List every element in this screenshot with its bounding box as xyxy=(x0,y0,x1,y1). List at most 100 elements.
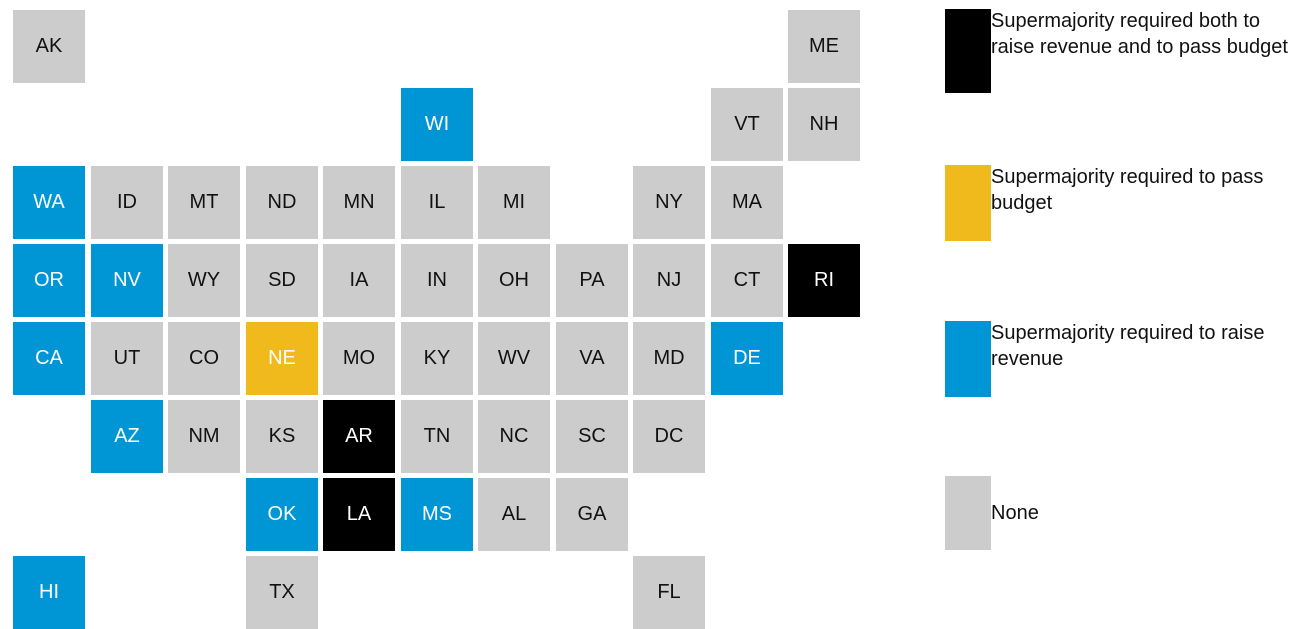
legend: Supermajority required both to raise rev… xyxy=(945,0,1302,627)
state-tile-oh: OH xyxy=(478,244,550,317)
state-tile-ne: NE xyxy=(246,322,318,395)
state-tile-wy: WY xyxy=(168,244,240,317)
state-label: WI xyxy=(424,113,450,135)
legend-label: Supermajority required to pass budget xyxy=(991,166,1264,214)
state-label: WV xyxy=(497,347,531,369)
state-tile-de: DE xyxy=(711,322,783,395)
legend-swatch xyxy=(945,476,991,550)
state-label: AK xyxy=(35,35,63,57)
state-label: VA xyxy=(579,347,605,369)
state-tile-mo: MO xyxy=(323,322,395,395)
state-tile-wv: WV xyxy=(478,322,550,395)
legend-swatch xyxy=(945,9,991,93)
state-tile-nj: NJ xyxy=(633,244,705,317)
state-label: HI xyxy=(39,581,59,603)
legend-item-revenue: Supermajority required to raise revenue xyxy=(945,320,1302,400)
state-label: AR xyxy=(345,425,373,447)
legend-label: Supermajority required to raise revenue xyxy=(991,322,1265,370)
legend-label: None xyxy=(991,502,1039,524)
state-tile-ut: UT xyxy=(91,322,163,395)
state-tile-mn: MN xyxy=(323,166,395,239)
state-label: MO xyxy=(342,347,376,369)
state-tile-nh: NH xyxy=(788,88,860,161)
state-label: MS xyxy=(422,503,452,525)
state-tile-ma: MA xyxy=(711,166,783,239)
state-tile-ga: GA xyxy=(556,478,628,551)
state-tile-sd: SD xyxy=(246,244,318,317)
state-label: TX xyxy=(269,581,295,603)
state-label: WY xyxy=(187,269,221,291)
legend-swatch xyxy=(945,321,991,397)
state-label: IL xyxy=(428,191,446,213)
state-tile-il: IL xyxy=(401,166,473,239)
state-tile-ms: MS xyxy=(401,478,473,551)
state-tile-nm: NM xyxy=(168,400,240,473)
state-tile-ok: OK xyxy=(246,478,318,551)
state-label: WA xyxy=(33,191,65,213)
state-tile-id: ID xyxy=(91,166,163,239)
state-label: MI xyxy=(502,191,526,213)
state-tile-wa: WA xyxy=(13,166,85,239)
state-tile-vt: VT xyxy=(711,88,783,161)
legend-item-none: None xyxy=(945,476,1302,556)
state-tile-ia: IA xyxy=(323,244,395,317)
state-label: AL xyxy=(501,503,527,525)
state-label: OH xyxy=(499,269,529,291)
state-tile-nv: NV xyxy=(91,244,163,317)
state-label: CO xyxy=(189,347,219,369)
state-label: IN xyxy=(427,269,447,291)
state-tile-mt: MT xyxy=(168,166,240,239)
state-tile-tx: TX xyxy=(246,556,318,629)
state-tile-ct: CT xyxy=(711,244,783,317)
state-label: MD xyxy=(653,347,685,369)
state-tile-nc: NC xyxy=(478,400,550,473)
state-label: NJ xyxy=(656,269,682,291)
state-tile-al: AL xyxy=(478,478,550,551)
state-tile-la: LA xyxy=(323,478,395,551)
state-label: SD xyxy=(268,269,296,291)
state-label: ND xyxy=(267,191,297,213)
state-tile-ny: NY xyxy=(633,166,705,239)
state-tile-dc: DC xyxy=(633,400,705,473)
state-label: GA xyxy=(577,503,607,525)
state-tile-va: VA xyxy=(556,322,628,395)
state-tile-me: ME xyxy=(788,10,860,83)
state-label: OR xyxy=(34,269,64,291)
state-label: MN xyxy=(343,191,375,213)
state-tile-az: AZ xyxy=(91,400,163,473)
state-tile-ca: CA xyxy=(13,322,85,395)
state-tile-ri: RI xyxy=(788,244,860,317)
state-tile-ks: KS xyxy=(246,400,318,473)
state-label: CT xyxy=(733,269,761,291)
state-label: DC xyxy=(654,425,684,447)
state-tile-ky: KY xyxy=(401,322,473,395)
state-tile-ak: AK xyxy=(13,10,85,83)
state-tile-hi: HI xyxy=(13,556,85,629)
state-label: MA xyxy=(732,191,762,213)
state-label: VT xyxy=(734,113,760,135)
state-label: NY xyxy=(655,191,683,213)
state-label: DE xyxy=(733,347,761,369)
state-tile-or: OR xyxy=(13,244,85,317)
state-label: CA xyxy=(35,347,63,369)
state-label: ID xyxy=(117,191,137,213)
state-tile-mi: MI xyxy=(478,166,550,239)
state-tile-pa: PA xyxy=(556,244,628,317)
state-tile-map: AK ME WI VT NH WA ID MT ND MN IL MI NY MA OR NV WY SD IA IN… xyxy=(13,10,860,629)
state-label: AZ xyxy=(114,425,140,447)
state-label: PA xyxy=(579,269,605,291)
state-tile-ar: AR xyxy=(323,400,395,473)
state-tile-tn: TN xyxy=(401,400,473,473)
state-label: FL xyxy=(657,581,681,603)
state-label: NV xyxy=(113,269,141,291)
state-tile-md: MD xyxy=(633,322,705,395)
legend-item-budget: Supermajority required to pass budget xyxy=(945,164,1302,244)
state-label: RI xyxy=(814,269,834,291)
state-tile-co: CO xyxy=(168,322,240,395)
state-label: NC xyxy=(499,425,529,447)
state-label: UT xyxy=(113,347,141,369)
state-label: NH xyxy=(809,113,839,135)
state-label: ME xyxy=(809,35,839,57)
state-tile-wi: WI xyxy=(401,88,473,161)
state-tile-sc: SC xyxy=(556,400,628,473)
